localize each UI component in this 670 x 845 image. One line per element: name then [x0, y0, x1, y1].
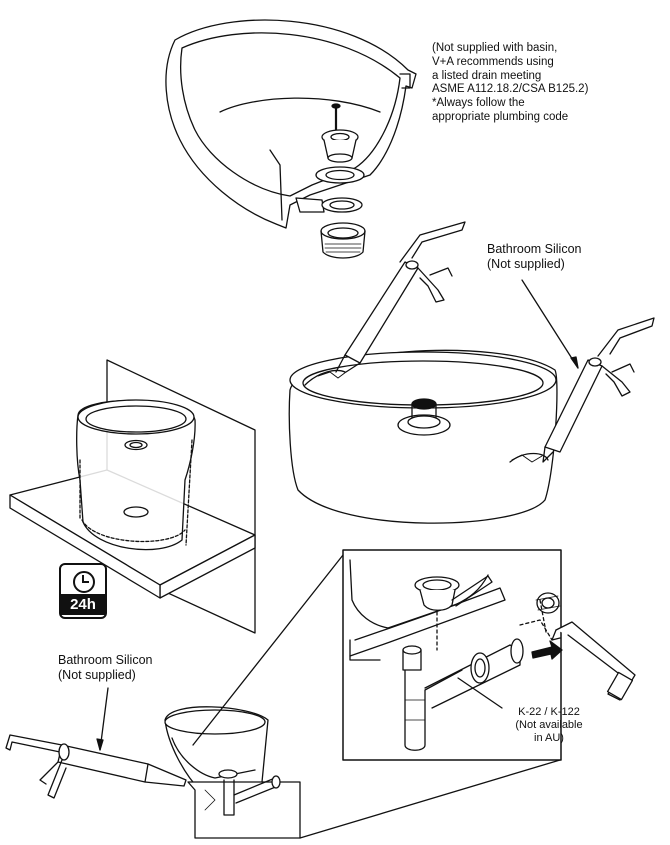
drain-note-line: V+A recommends using: [432, 55, 554, 68]
silicon-label-top: Bathroom Silicon (Not supplied): [487, 242, 582, 272]
silicon-label-bottom-line2: (Not supplied): [58, 668, 136, 682]
clock-icon: [73, 571, 95, 593]
silicone-gun-right: [543, 318, 654, 462]
drain-assembly: [316, 104, 365, 258]
cure-time-text: 24h: [61, 594, 105, 615]
small-basin-inset: [165, 707, 300, 838]
basin-cutaway-drain: [166, 20, 416, 228]
drain-note-line: *Always follow the: [432, 97, 525, 110]
silicone-gun-left: [336, 222, 465, 372]
zoom-line-top: [193, 555, 343, 745]
clock-hand-hour: [82, 575, 84, 583]
silicon-label-top-line1: Bathroom Silicon: [487, 242, 582, 256]
silicon-label-top-line2: (Not supplied): [487, 257, 565, 271]
leader-trap: [458, 678, 502, 708]
trap-detail-inset: [343, 550, 562, 760]
clock-hand-minute: [82, 581, 89, 583]
counter-basin: [10, 360, 255, 633]
cure-time-badge: 24h: [59, 563, 107, 619]
drain-note: (Not supplied with basin, V+A recommends…: [432, 42, 622, 125]
trap-label-line: (Not available: [515, 719, 583, 732]
silicon-label-bottom-line1: Bathroom Silicon: [58, 653, 153, 667]
trap-label-line: in AU): [534, 732, 564, 745]
leader-silicon-top: [522, 280, 578, 368]
drain-note-line: appropriate plumbing code: [432, 110, 569, 123]
oval-basin: [289, 350, 557, 523]
trap-label-line: K-22 / K-122: [518, 706, 580, 718]
trap-label: K-22 / K-122 (Not available in AU): [503, 706, 595, 746]
silicon-label-bottom: Bathroom Silicon (Not supplied): [58, 653, 153, 683]
drain-note-line: a listed drain meeting: [432, 69, 542, 82]
wrench: [552, 622, 635, 700]
drain-note-line: ASME A112.18.2/CSA B125.2): [432, 83, 589, 96]
zoom-line-bottom: [300, 760, 560, 838]
silicone-gun-bottom: [6, 735, 186, 798]
drain-note-line: (Not supplied with basin,: [432, 42, 558, 54]
